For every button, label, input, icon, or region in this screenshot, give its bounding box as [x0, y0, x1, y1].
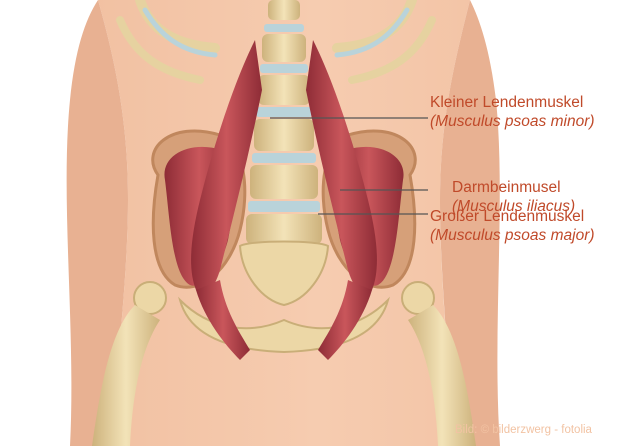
label-psoas-major: Großer Lendenmuskel (Musculus psoas majo…	[430, 207, 595, 245]
label-common-name: Kleiner Lendenmuskel	[430, 93, 595, 112]
label-latin-name: (Musculus psoas major)	[430, 226, 595, 245]
label-common-name: Darmbeinmusel	[452, 178, 575, 197]
label-latin-name: (Musculus psoas minor)	[430, 112, 595, 131]
label-psoas-minor: Kleiner Lendenmuskel (Musculus psoas min…	[430, 93, 595, 131]
image-credit: Bild: © bilderzwerg - fotolia	[455, 424, 592, 436]
label-common-name: Großer Lendenmuskel	[430, 207, 595, 226]
